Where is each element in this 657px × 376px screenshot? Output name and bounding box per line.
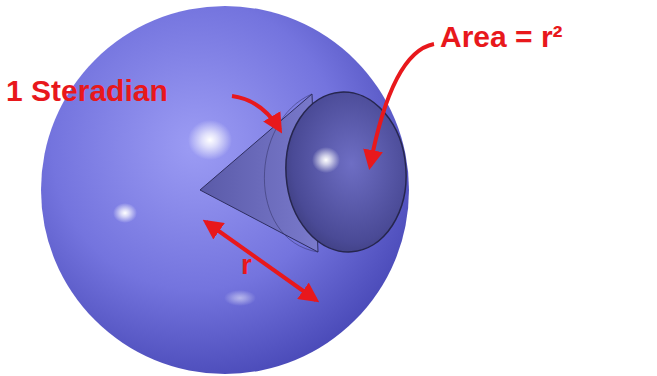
angle-label: 1 Steradian [6, 74, 168, 107]
radius-label: r [241, 250, 252, 281]
radius-arrow [206, 222, 316, 300]
leader-arrow [232, 96, 280, 130]
area-label: Area = r² [440, 20, 563, 53]
sphere-highlight [113, 203, 137, 223]
spherical-cap [281, 88, 412, 256]
cap-highlight [312, 147, 340, 173]
leader-arrow [370, 44, 434, 166]
sphere-highlight [188, 120, 232, 160]
sphere-highlight [224, 290, 256, 306]
